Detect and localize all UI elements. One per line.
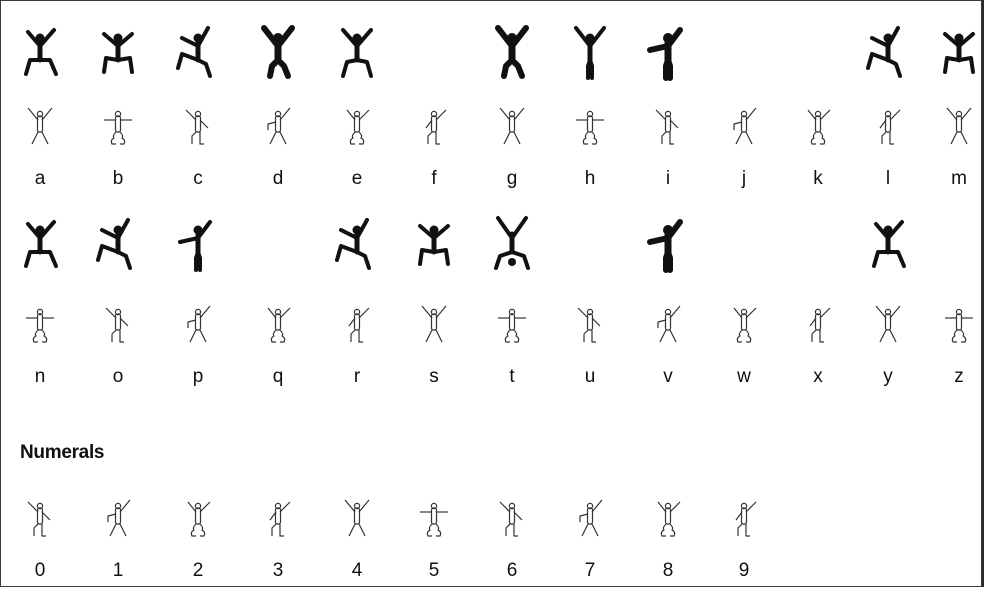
stick-figure-h [570, 100, 610, 152]
letter-label-n: n [20, 366, 60, 388]
stick-figure-numeral-9 [724, 492, 764, 554]
letter-label-h: h [570, 168, 610, 190]
stick-figure-r [337, 298, 377, 350]
letter-label-k: k [798, 168, 838, 190]
stick-figure-numeral-6 [492, 492, 532, 554]
stick-figure-numeral-5 [414, 492, 454, 554]
dancing-man-i [644, 22, 692, 84]
stick-figure-c [178, 100, 218, 152]
stick-figure-l [868, 100, 908, 152]
dancing-man-b [94, 22, 142, 84]
dancing-man-m [935, 22, 983, 84]
stick-figure-numeral-2 [178, 492, 218, 554]
stick-figure-e [337, 100, 377, 152]
stick-figure-j [724, 100, 764, 152]
letter-label-c: c [178, 168, 218, 190]
letter-label-g: g [492, 168, 532, 190]
letter-label-v: v [648, 366, 688, 388]
letter-label-p: p [178, 366, 218, 388]
numeral-label-2: 2 [178, 560, 218, 582]
letter-label-e: e [337, 168, 377, 190]
stick-figure-i [648, 100, 688, 152]
dancing-man-a [16, 22, 64, 84]
letter-label-w: w [724, 366, 764, 388]
letter-label-i: i [648, 168, 688, 190]
dancing-man-y [864, 214, 912, 276]
letter-label-b: b [98, 168, 138, 190]
numeral-label-0: 0 [20, 560, 60, 582]
dancing-man-c [174, 22, 222, 84]
numeral-label-4: 4 [337, 560, 377, 582]
stick-figure-n [20, 298, 60, 350]
dancing-man-p [174, 214, 222, 276]
stick-figure-f [414, 100, 454, 152]
stick-figure-p [178, 298, 218, 350]
stick-figure-s [414, 298, 454, 350]
stick-figure-v [648, 298, 688, 350]
stick-figure-a [20, 100, 60, 152]
letter-label-y: y [868, 366, 908, 388]
stick-figure-q [258, 298, 298, 350]
dancing-man-v [644, 214, 692, 276]
stick-figure-m [939, 100, 979, 152]
letter-label-d: d [258, 168, 298, 190]
stick-figure-w [724, 298, 764, 350]
stick-figure-o [98, 298, 138, 350]
letter-label-z: z [939, 366, 979, 388]
dancing-man-d [254, 22, 302, 84]
numeral-label-8: 8 [648, 560, 688, 582]
letter-label-u: u [570, 366, 610, 388]
numeral-label-3: 3 [258, 560, 298, 582]
numeral-label-1: 1 [98, 560, 138, 582]
dancing-man-l [864, 22, 912, 84]
stick-figure-numeral-4 [337, 492, 377, 554]
numeral-label-7: 7 [570, 560, 610, 582]
dancing-man-o [94, 214, 142, 276]
stick-figure-b [98, 100, 138, 152]
stick-figure-numeral-8 [648, 492, 688, 554]
stick-figure-z [939, 298, 979, 350]
stick-figure-t [492, 298, 532, 350]
dancing-man-t [488, 214, 536, 276]
dancing-man-s [410, 214, 458, 276]
numeral-label-5: 5 [414, 560, 454, 582]
letter-label-l: l [868, 168, 908, 190]
dancing-man-e [333, 22, 381, 84]
stick-figure-y [868, 298, 908, 350]
numeral-label-9: 9 [724, 560, 764, 582]
stick-figure-d [258, 100, 298, 152]
letter-label-s: s [414, 366, 454, 388]
stick-figure-x [798, 298, 838, 350]
letter-label-m: m [939, 168, 979, 190]
stick-figure-numeral-1 [98, 492, 138, 554]
stick-figure-numeral-0 [20, 492, 60, 554]
stick-figure-g [492, 100, 532, 152]
letter-label-f: f [414, 168, 454, 190]
stick-figure-numeral-3 [258, 492, 298, 554]
dancing-man-r [333, 214, 381, 276]
letter-label-x: x [798, 366, 838, 388]
letter-label-r: r [337, 366, 377, 388]
dancing-man-g [488, 22, 536, 84]
numerals-heading: Numerals [20, 442, 104, 464]
letter-label-a: a [20, 168, 60, 190]
letter-label-o: o [98, 366, 138, 388]
letter-label-t: t [492, 366, 532, 388]
stick-figure-numeral-7 [570, 492, 610, 554]
letter-label-q: q [258, 366, 298, 388]
dancing-man-n [16, 214, 64, 276]
numeral-label-6: 6 [492, 560, 532, 582]
letter-label-j: j [724, 168, 764, 190]
stick-figure-k [798, 100, 838, 152]
dancing-man-h [566, 22, 614, 84]
stick-figure-u [570, 298, 610, 350]
